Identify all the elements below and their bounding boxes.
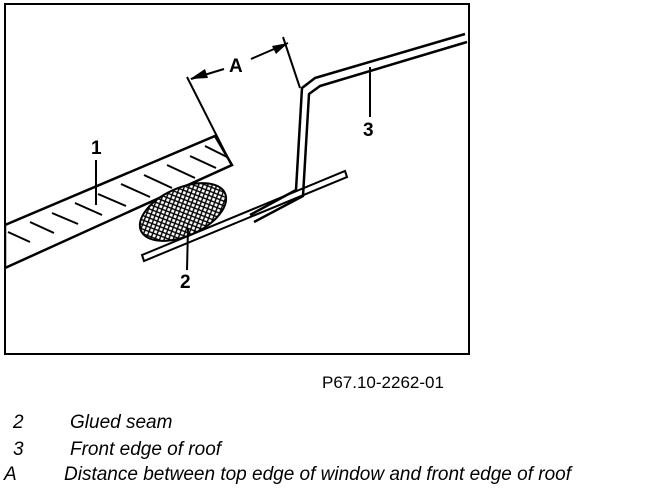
legend-key: 2	[13, 412, 24, 433]
leader-line-2	[186, 227, 189, 271]
callout-3: 3	[363, 120, 374, 141]
diagram-frame	[4, 3, 470, 355]
dimension-a	[186, 36, 301, 167]
legend-row-distance: A Distance between top edge of window an…	[0, 464, 672, 488]
legend-text: Front edge of roof	[70, 439, 222, 460]
legend-row-seam: 2 Glued seam	[0, 412, 672, 436]
legend-key: 3	[13, 439, 24, 460]
legend-row-roof: 3 Front edge of roof	[0, 439, 672, 463]
legend-text: Distance between top edge of window and …	[64, 464, 572, 485]
callout-a: A	[229, 56, 243, 77]
legend-text: Glued seam	[70, 412, 173, 433]
figure-code: P67.10-2262-01	[322, 373, 444, 392]
callout-2: 2	[180, 272, 191, 293]
legend-key: A	[4, 464, 17, 485]
glued-seam-bead	[138, 182, 228, 242]
callout-1: 1	[91, 138, 102, 159]
